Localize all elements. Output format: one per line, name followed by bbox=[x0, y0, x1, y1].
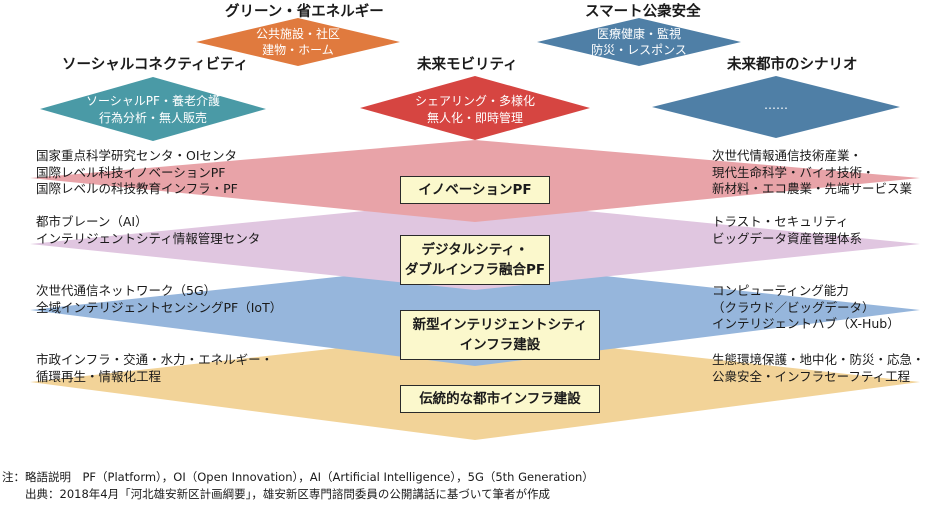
layer-traditional-infra-label-line: 伝統的な都市インフラ建設 bbox=[419, 391, 581, 407]
layer-innovation-left-text: 国家重点科学研究センタ・OIセンタ 国際レベル科技イノベーションPF 国際レベル… bbox=[36, 148, 238, 198]
layer-traditional-infra-left-line: 循環再生・情報化工程 bbox=[36, 368, 162, 384]
scenario-social-line-2: 行為分析・無人販売 bbox=[98, 111, 207, 125]
layer-innovation-left-line: 国際レベル科技イノベーションPF bbox=[36, 164, 226, 180]
diamond-social bbox=[40, 77, 266, 141]
layer-smart-infra-right-line: インテリジェントハブ（X-Hub） bbox=[712, 316, 900, 331]
footnote-abbreviations: 注：略語説明 PF（Platform），OI（Open Innovation），… bbox=[2, 470, 594, 484]
scenario-mobility-line-1: シェアリング・多様化 bbox=[414, 94, 535, 108]
scenario-title-social: ソーシャルコネクティビティ bbox=[62, 57, 249, 73]
layer-smart-infra-label-line: 新型インテリジェントシティ bbox=[412, 317, 588, 333]
layer-digital-twin-label: デジタルシティ・ ダブルインフラ融合PF bbox=[400, 235, 550, 285]
layer-traditional-infra-left-line: 市政インフラ・交通・水力・エネルギー・ bbox=[36, 352, 274, 367]
layer-traditional-infra-right-line: 公衆安全・インフラセーフティ工程 bbox=[712, 368, 911, 384]
diamond-smart-safety bbox=[537, 18, 741, 66]
diamond-mobility bbox=[360, 76, 590, 140]
layer-digital-twin-label-line: デジタルシティ・ bbox=[421, 242, 529, 258]
scenario-title-mobility: 未来モビリティ bbox=[417, 57, 518, 73]
layer-digital-twin-left-line: 都市ブレーン（AI） bbox=[36, 214, 148, 229]
layer-innovation-right-line: 新材料・エコ農業・先端サービス業 bbox=[712, 181, 913, 196]
scenario-title-green-energy: グリーン・省エネルギー bbox=[225, 4, 384, 20]
layer-smart-infra-left-line: 次世代通信ネットワーク（5G） bbox=[36, 283, 217, 298]
layer-innovation-right-text: 次世代情報通信技術産業・ 現代生命科学・バイオ技術・ 新材料・エコ農業・先端サー… bbox=[712, 148, 912, 198]
layer-digital-twin-right-text: トラスト・セキュリティ ビッグデータ資産管理体系 bbox=[712, 214, 862, 247]
layer-smart-infra-left-text: 次世代通信ネットワーク（5G） 全域インテリジェントセンシングPF（IoT） bbox=[36, 283, 282, 316]
scenario-green-energy-line-1: 公共施設・社区 bbox=[255, 27, 340, 41]
layer-innovation-label-line: イノベーションPF bbox=[418, 182, 532, 198]
layer-smart-infra-right-line: （クラウド／ビッグデータ） bbox=[712, 299, 875, 315]
scenario-mobility-line-2: 無人化・即時管理 bbox=[426, 111, 523, 125]
layer-smart-infra-right-line: コンピューティング能力 bbox=[712, 283, 849, 298]
layer-smart-infra-label-line: インフラ建設 bbox=[459, 337, 541, 353]
layer-traditional-infra-label: 伝統的な都市インフラ建設 bbox=[400, 385, 600, 413]
layer-traditional-infra-left-text: 市政インフラ・交通・水力・エネルギー・ 循環再生・情報化工程 bbox=[36, 352, 273, 385]
layer-traditional-infra-right-text: 生態環境保護・地中化・防災・応急・ 公衆安全・インフラセーフティ工程 bbox=[712, 352, 925, 385]
layer-traditional-infra-right-line: 生態環境保護・地中化・防災・応急・ bbox=[712, 352, 925, 367]
layer-digital-twin-right-line: ビッグデータ資産管理体系 bbox=[712, 230, 863, 246]
layer-innovation-left-line: 国家重点科学研究センタ・OIセンタ bbox=[36, 148, 238, 163]
scenario-smart-safety-line-1: 医療健康・監視 bbox=[596, 27, 681, 41]
layer-digital-twin-label-line: ダブルインフラ融合PF bbox=[404, 262, 546, 278]
scenario-title-future-city: 未来都市のシナリオ bbox=[727, 57, 858, 73]
footnote-source: 出典：2018年4月「河北雄安新区計画綱要」，雄安新区専門諮問委員の公開講話に基… bbox=[2, 487, 550, 501]
layer-digital-twin-left-line: インテリジェントシティ情報管理センタ bbox=[36, 230, 261, 246]
layer-innovation-left-line: 国際レベルの科技教育インフラ・PF bbox=[36, 181, 238, 196]
layer-smart-infra-left-line: 全域インテリジェントセンシングPF（IoT） bbox=[36, 299, 283, 315]
layer-innovation-label: イノベーションPF bbox=[400, 176, 550, 204]
layer-smart-infra-right-text: コンピューティング能力 （クラウド／ビッグデータ） インテリジェントハブ（X-H… bbox=[712, 283, 900, 333]
scenario-title-smart-safety: スマート公衆安全 bbox=[585, 4, 701, 20]
scenario-social-line-1: ソーシャルPF・養老介護 bbox=[86, 94, 220, 108]
layer-digital-twin-right-line: トラスト・セキュリティ bbox=[712, 214, 849, 229]
scenario-smart-safety-line-2: 防災・レスポンス bbox=[591, 43, 687, 57]
layer-innovation-right-line: 現代生命科学・バイオ技術・ bbox=[712, 164, 875, 180]
scenario-future-city-line-1: …… bbox=[764, 98, 788, 112]
scenario-green-energy-line-2: 建物・ホーム bbox=[262, 43, 334, 57]
layer-digital-twin-left-text: 都市ブレーン（AI） インテリジェントシティ情報管理センタ bbox=[36, 214, 260, 247]
layer-smart-infra-label: 新型インテリジェントシティ インフラ建設 bbox=[400, 310, 600, 360]
layer-innovation-right-line: 次世代情報通信技術産業・ bbox=[712, 148, 863, 163]
diamond-future-city bbox=[652, 76, 900, 138]
diamond-green-energy bbox=[196, 18, 400, 66]
